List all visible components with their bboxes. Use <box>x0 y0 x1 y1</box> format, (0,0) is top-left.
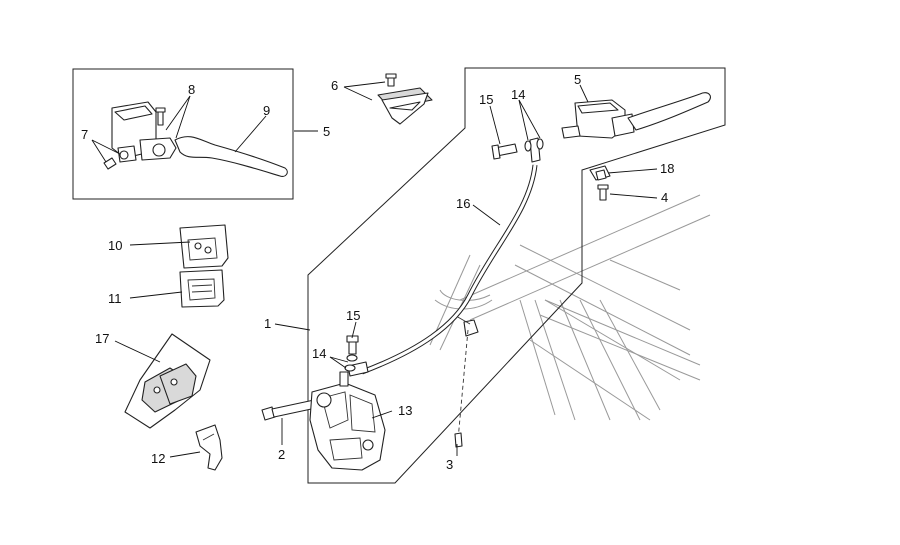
screw-4 <box>597 184 609 201</box>
callout-5-left: 5 <box>323 124 330 139</box>
lever-9-left <box>174 136 288 177</box>
frame-ghost-lines <box>429 194 711 421</box>
reservoir-cap-6 <box>377 73 433 125</box>
callout-4: 4 <box>661 190 668 205</box>
bracket-3 <box>454 315 479 448</box>
callout-15-top: 15 <box>479 92 493 107</box>
callout-5-right: 5 <box>574 72 581 87</box>
callout-13: 13 <box>398 403 412 418</box>
callout-18: 18 <box>660 161 674 176</box>
banjo-bolt-15-upper <box>491 138 544 160</box>
callout-1: 1 <box>264 316 271 331</box>
callout-14-top: 14 <box>511 87 525 102</box>
bolt-2 <box>261 399 317 421</box>
pad-kit-11 <box>179 269 225 308</box>
banjo-bolt-15-lower <box>344 335 359 372</box>
brake-hose-16 <box>347 137 541 377</box>
brake-pads-17 <box>124 333 211 429</box>
pad-kit-10 <box>179 224 229 269</box>
assembly-outline <box>307 67 726 484</box>
callout-8: 8 <box>188 82 195 97</box>
leader-lines <box>91 81 658 458</box>
callout-2: 2 <box>278 447 285 462</box>
callout-14-bottom: 14 <box>312 346 326 361</box>
callout-3: 3 <box>446 457 453 472</box>
callout-11: 11 <box>108 291 122 306</box>
callout-6: 6 <box>331 78 338 93</box>
master-cylinder-right <box>561 99 635 139</box>
lever-right <box>627 92 711 131</box>
callout-10: 10 <box>108 238 122 253</box>
master-cylinder-kit-box <box>72 68 294 200</box>
pad-spring-12 <box>195 424 223 471</box>
screw-7 <box>103 150 129 170</box>
brake-switch-18 <box>589 165 611 181</box>
callout-7: 7 <box>81 127 88 142</box>
callout-9: 9 <box>263 103 270 118</box>
callout-16: 16 <box>456 196 470 211</box>
callout-12: 12 <box>151 451 165 466</box>
callout-15-bottom: 15 <box>346 308 360 323</box>
callout-17: 17 <box>95 331 109 346</box>
brake-caliper-13 <box>309 371 386 471</box>
